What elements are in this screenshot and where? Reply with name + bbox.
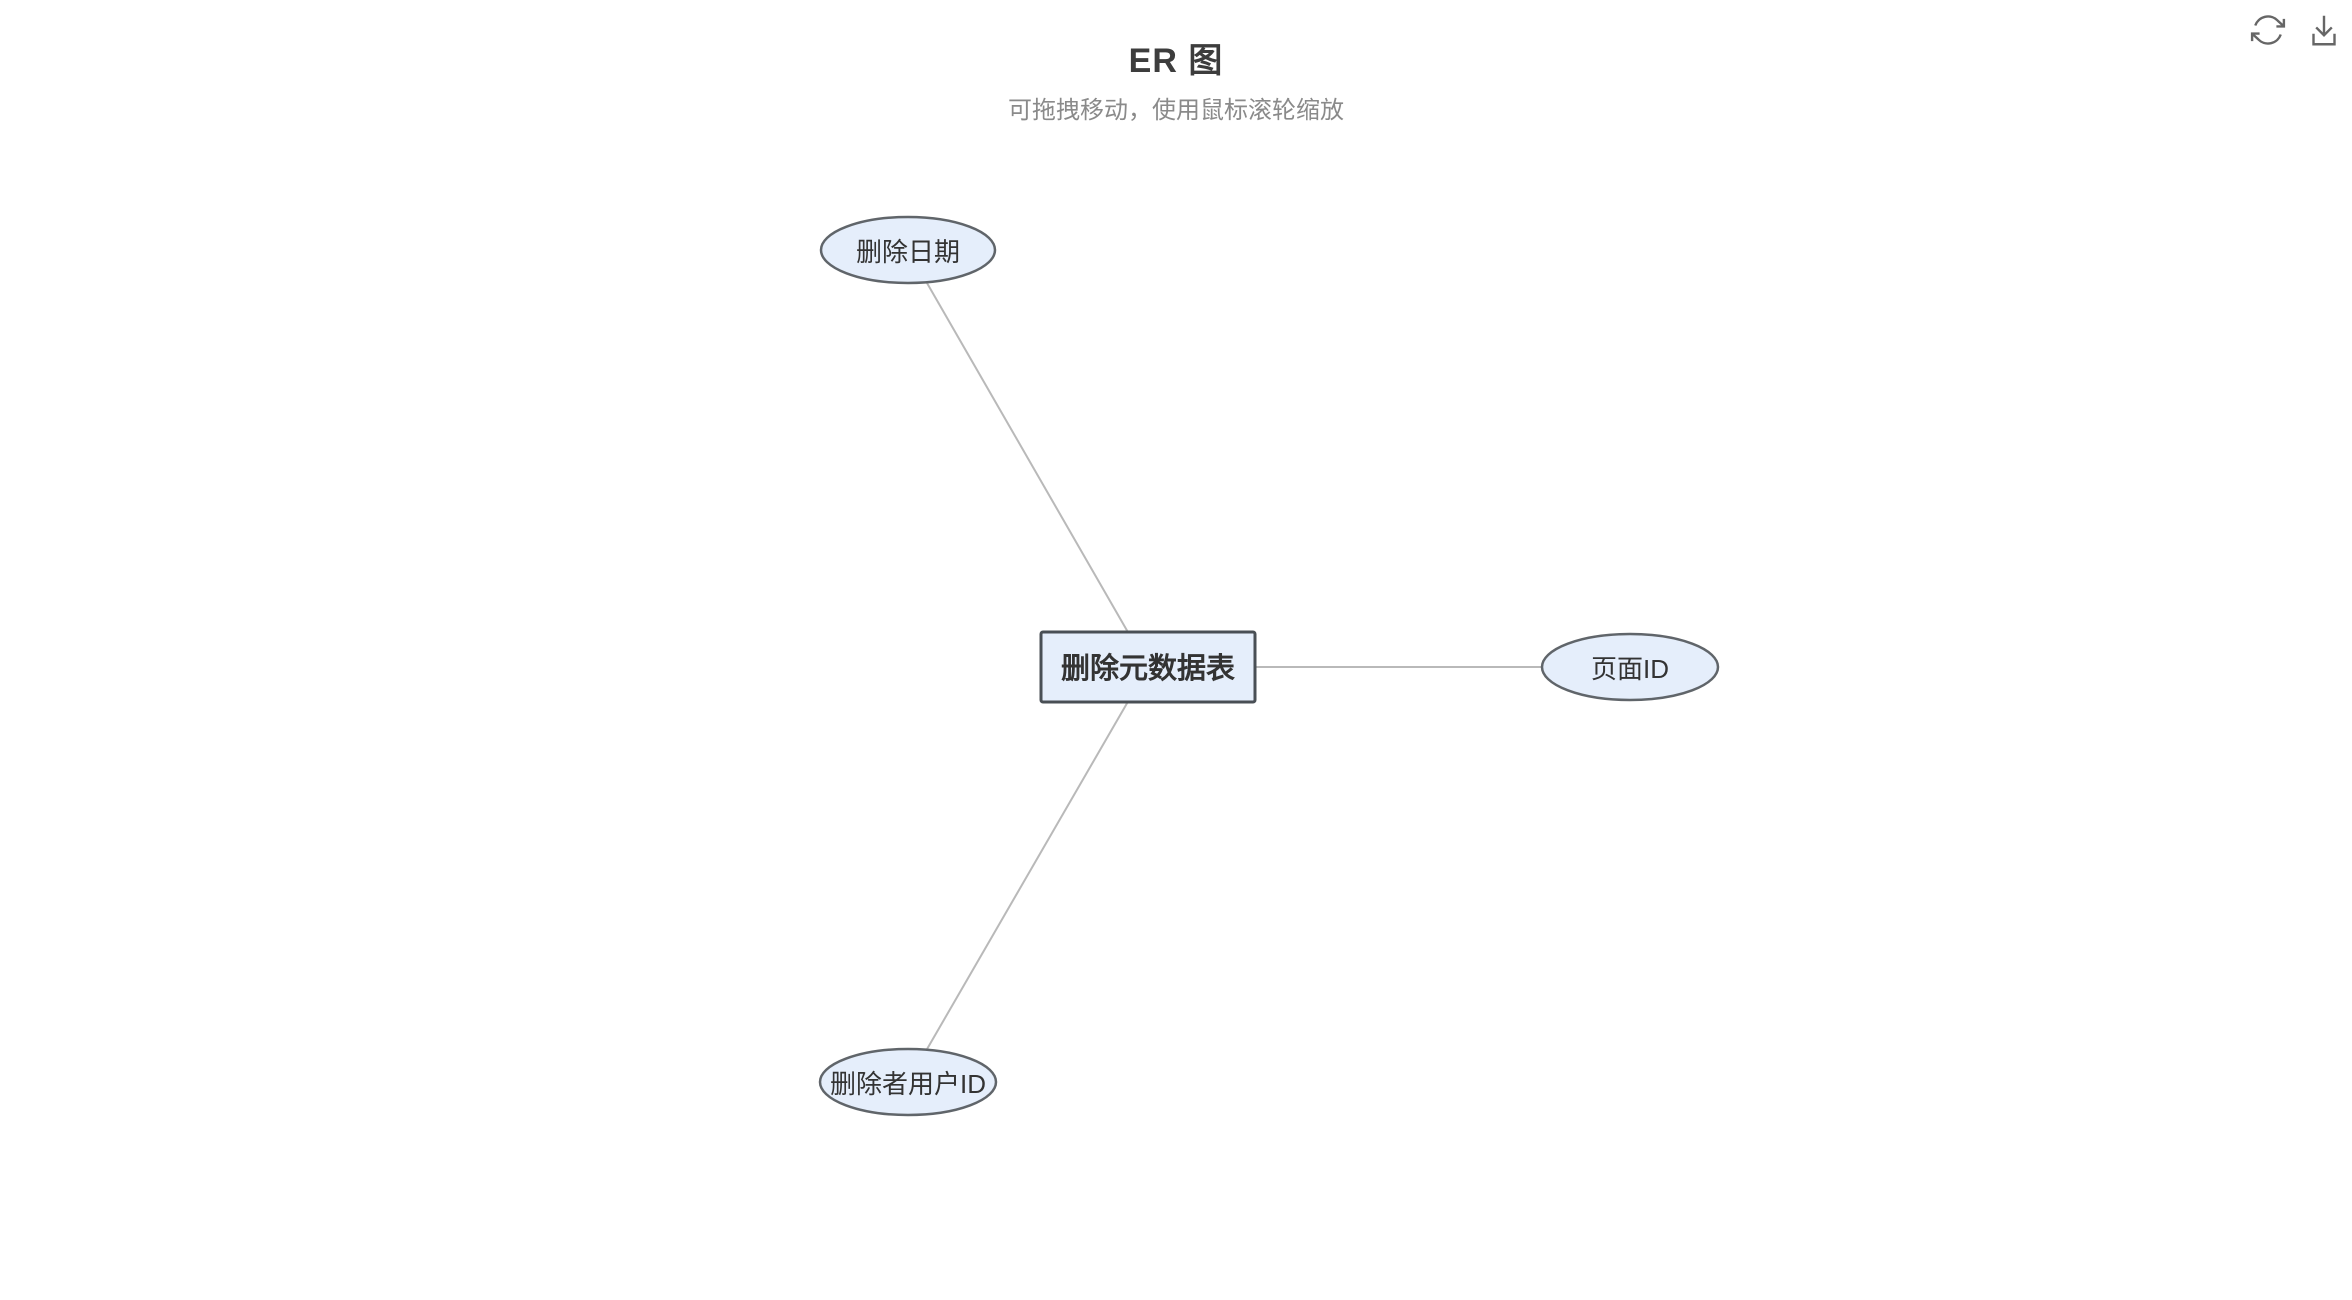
attribute-ellipse bbox=[1540, 632, 1720, 702]
attribute-ellipse bbox=[819, 215, 997, 285]
download-icon bbox=[2312, 15, 2336, 46]
attribute-label: 删除者用户ID bbox=[830, 1069, 986, 1099]
edge-entity-to-delete-date bbox=[907, 249, 1149, 668]
edge-group bbox=[907, 249, 1630, 1083]
attribute-label: 页面ID bbox=[1591, 654, 1669, 684]
download-button[interactable] bbox=[2304, 10, 2344, 50]
refresh-button[interactable] bbox=[2248, 10, 2288, 50]
entity-node-delete-metadata-table[interactable]: 删除元数据表 bbox=[1039, 630, 1257, 704]
entity-rectangle bbox=[1039, 630, 1257, 704]
attribute-node-page-id[interactable]: 页面ID bbox=[1540, 632, 1720, 702]
edge-entity-to-deleter-user-id bbox=[907, 666, 1149, 1083]
attribute-node-delete-date[interactable]: 删除日期 bbox=[819, 215, 997, 285]
attribute-label: 删除日期 bbox=[856, 237, 960, 267]
toolbar bbox=[2248, 10, 2344, 50]
refresh-icon bbox=[2250, 15, 2286, 45]
attribute-ellipse bbox=[818, 1047, 998, 1117]
entity-label: 删除元数据表 bbox=[1061, 651, 1235, 685]
attribute-node-deleter-user-id[interactable]: 删除者用户ID bbox=[818, 1047, 998, 1117]
